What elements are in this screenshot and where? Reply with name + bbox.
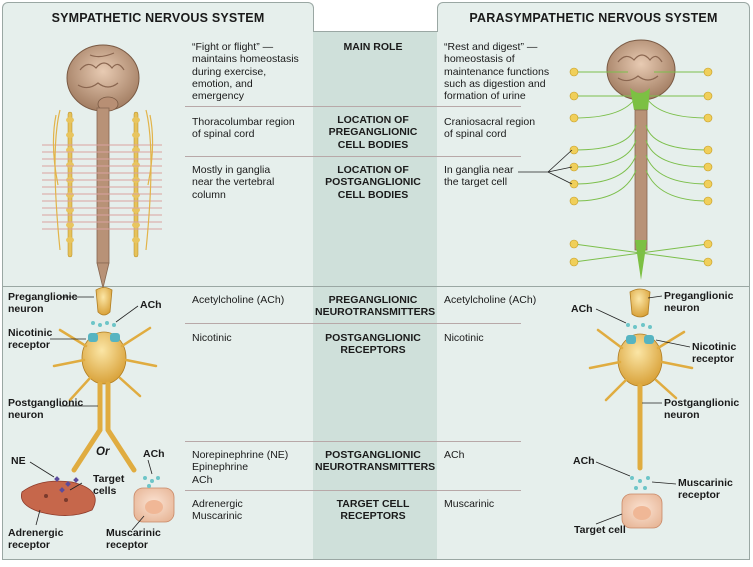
row-divider: [185, 156, 521, 157]
parasympathetic-brain-spinal-cord: [518, 39, 713, 280]
sympathetic-brain-spinal-cord: [42, 44, 162, 289]
row-divider: [185, 323, 521, 324]
symp-or-label: Or: [96, 446, 110, 458]
para-ach-label: ACh: [571, 303, 593, 315]
row-divider: [2, 286, 750, 287]
symp-postganglionic-receptor: Nicotinic: [192, 332, 232, 344]
row-divider: [185, 441, 521, 442]
para-target-cell-label: Target cell: [574, 524, 626, 536]
heading-main-role: MAIN ROLE: [343, 41, 403, 53]
para-brain: [606, 39, 676, 101]
row-divider: [185, 106, 521, 107]
para-preganglionic-neurotransmitter: Acetylcholine (ACh): [444, 294, 537, 306]
symp-ach-label: ACh: [140, 299, 162, 311]
para-ach-bottom-label: ACh: [573, 455, 595, 467]
para-target-receptor: Muscarinic: [444, 498, 495, 510]
symp-ne-label: NE: [11, 455, 26, 467]
parasympathetic-neuron-pathway: [588, 288, 694, 529]
parasympathetic-panel: [437, 31, 750, 560]
parasympathetic-header: PARASYMPATHETIC NERVOUS SYSTEM: [437, 2, 750, 32]
symp-main-role: “Fight or flight” —maintains homeostasis…: [192, 41, 299, 103]
row-divider: [185, 490, 521, 491]
symp-ach-bottom-label: ACh: [143, 448, 165, 460]
sympathetic-panel: [2, 31, 314, 560]
para-postganglionic-receptor: Nicotinic: [444, 332, 484, 344]
center-heading-column: [313, 32, 437, 559]
symp-preganglionic-neurotransmitter: Acetylcholine (ACh): [192, 294, 285, 306]
para-postganglionic-neurotransmitter: ACh: [444, 449, 465, 461]
sympathetic-neuron-pathway: [21, 287, 175, 531]
sympathetic-header: SYMPATHETIC NERVOUS SYSTEM: [2, 2, 314, 32]
